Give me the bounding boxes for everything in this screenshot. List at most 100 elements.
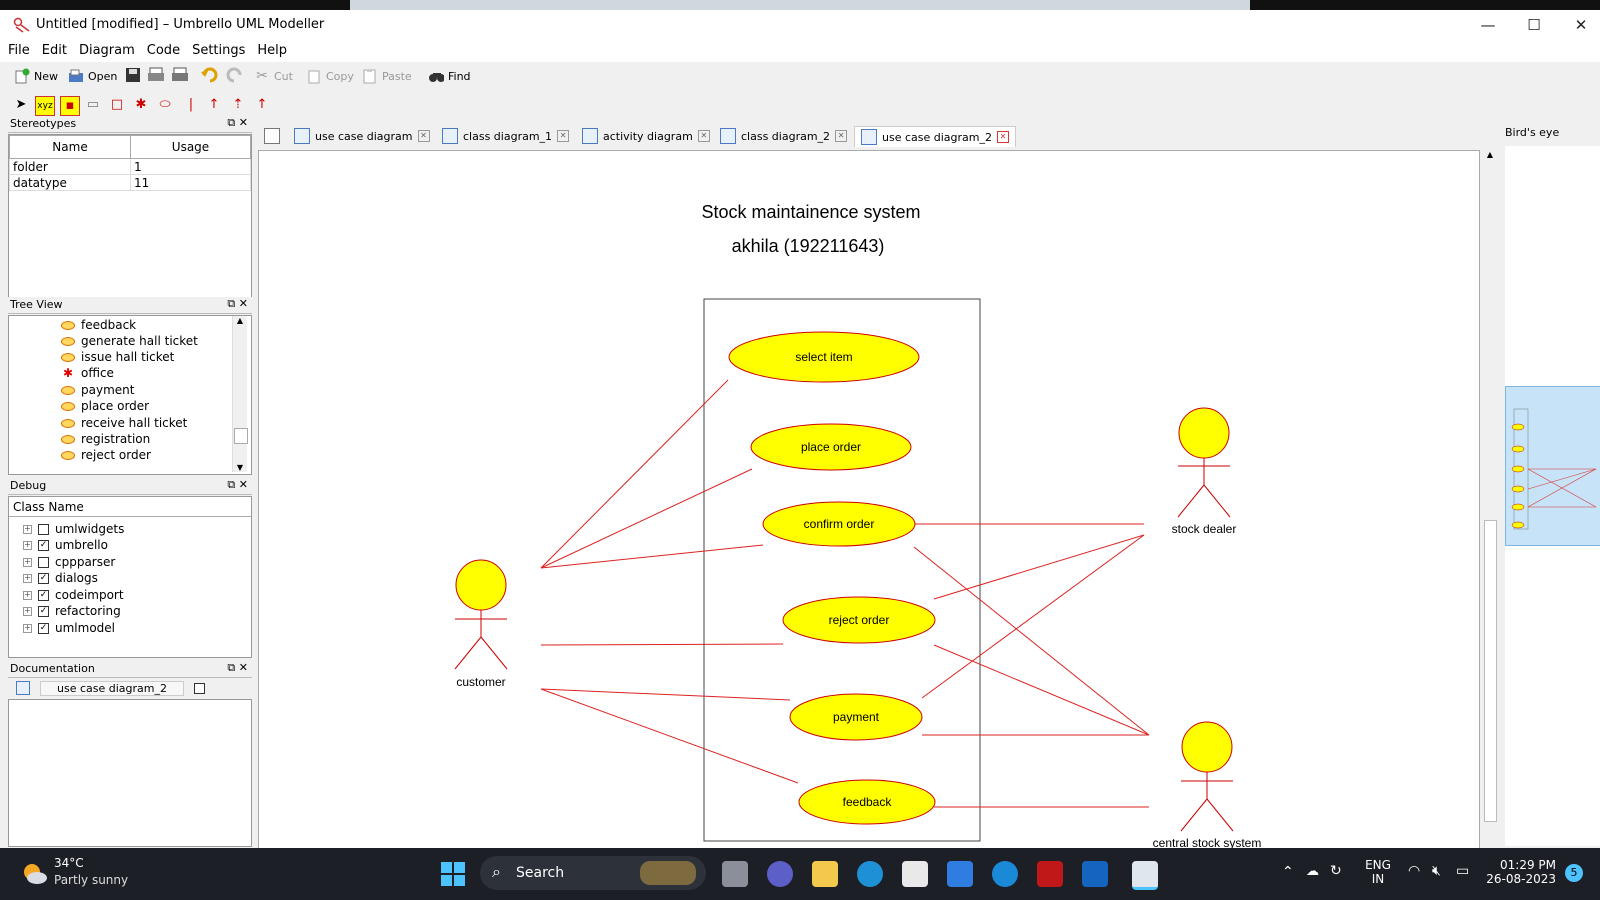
expand-icon[interactable]: + bbox=[23, 589, 32, 600]
task-view-icon[interactable] bbox=[722, 861, 748, 887]
debug-item[interactable]: +✓codeimport bbox=[23, 587, 124, 603]
tab-close-icon[interactable]: ✕ bbox=[997, 131, 1009, 143]
copy-button[interactable]: Copy bbox=[306, 66, 354, 86]
tab-close-icon[interactable]: ✕ bbox=[835, 130, 848, 142]
tree-item[interactable]: generate hall ticket bbox=[61, 333, 198, 349]
debug-item[interactable]: +✓umlmodel bbox=[23, 620, 115, 636]
link-confirm-central[interactable] bbox=[913, 546, 1150, 736]
taskbar-search-box[interactable]: ⌕ Search bbox=[480, 856, 706, 890]
documentation-checkbox[interactable] bbox=[194, 682, 205, 694]
tab-class-diagram-1[interactable]: class diagram_1✕ bbox=[436, 126, 575, 146]
usecase-select-item[interactable]: select item bbox=[728, 331, 920, 383]
debug-checkbox[interactable] bbox=[38, 556, 49, 568]
expand-icon[interactable]: + bbox=[23, 572, 32, 583]
weather-icon[interactable] bbox=[20, 862, 48, 886]
cut-button[interactable]: ✂ Cut bbox=[254, 66, 293, 86]
tab-use-case-diagram[interactable]: use case diagram✕ bbox=[288, 126, 436, 146]
tab-close-icon[interactable]: ✕ bbox=[697, 130, 710, 142]
open-button[interactable]: Open bbox=[68, 66, 117, 86]
tab-new-button[interactable] bbox=[258, 126, 286, 146]
help-icon[interactable] bbox=[992, 861, 1018, 887]
usecase-feedback[interactable]: feedback bbox=[798, 779, 936, 825]
tree-item[interactable]: feedback bbox=[61, 317, 136, 333]
link-customer-feedback[interactable] bbox=[540, 688, 799, 784]
link-reject-stock-dealer[interactable] bbox=[933, 534, 1145, 600]
table-row[interactable]: folder 1 bbox=[9, 158, 251, 175]
print-icon[interactable] bbox=[147, 66, 165, 86]
tree-item[interactable]: payment bbox=[61, 382, 134, 398]
tree-item[interactable]: reject order bbox=[61, 447, 151, 463]
chat-icon[interactable] bbox=[767, 861, 793, 887]
expand-icon[interactable]: + bbox=[23, 605, 32, 616]
col-usage[interactable]: Usage bbox=[130, 135, 251, 159]
link-customer-place-order[interactable] bbox=[540, 468, 753, 569]
text-tool-icon[interactable]: xyz bbox=[35, 96, 55, 116]
box-tool-icon[interactable]: ▪ bbox=[60, 96, 80, 116]
debug-checkbox[interactable]: ✓ bbox=[38, 622, 49, 634]
save-icon[interactable] bbox=[124, 66, 142, 86]
select-arrow-icon[interactable]: ➤ bbox=[15, 97, 27, 112]
scroll-down-icon[interactable]: ▼ bbox=[236, 463, 244, 472]
battery-icon[interactable]: ▭ bbox=[1456, 863, 1470, 879]
generalization-arrow-icon[interactable]: ↑ bbox=[208, 97, 220, 112]
debug-checkbox[interactable]: ✓ bbox=[38, 572, 49, 584]
clock[interactable]: 01:29 PM 26-08-2023 bbox=[1484, 858, 1556, 886]
debug-item[interactable]: +✓dialogs bbox=[23, 570, 98, 586]
directed-association-icon[interactable]: ↑ bbox=[256, 97, 268, 112]
notification-badge[interactable]: 5 bbox=[1565, 864, 1583, 882]
link-customer-payment[interactable] bbox=[540, 688, 791, 701]
wifi-icon[interactable]: ◠ bbox=[1408, 863, 1421, 879]
paste-button[interactable]: Paste bbox=[362, 66, 412, 86]
link-payment-stock-dealer[interactable] bbox=[921, 534, 1145, 699]
redo-icon[interactable] bbox=[224, 66, 244, 86]
note-tool-icon[interactable]: ▭ bbox=[86, 97, 100, 112]
expand-icon[interactable]: + bbox=[23, 523, 32, 534]
find-button[interactable]: Find bbox=[428, 66, 471, 86]
system-box-icon[interactable]: □ bbox=[110, 97, 124, 112]
documentation-diagram-name[interactable]: use case diagram_2 bbox=[40, 680, 184, 696]
debug-item[interactable]: +umlwidgets bbox=[23, 521, 124, 537]
tree-item[interactable]: place order bbox=[61, 398, 149, 414]
actor-central-stock-system[interactable] bbox=[1180, 721, 1234, 832]
weather-description[interactable]: Partly sunny bbox=[54, 873, 129, 887]
new-button[interactable]: New bbox=[14, 66, 58, 86]
usecase-ellipse[interactable] bbox=[782, 596, 936, 644]
tree-item[interactable]: ✱office bbox=[61, 365, 114, 381]
system-boundary[interactable] bbox=[703, 298, 981, 842]
usecase-ellipse[interactable] bbox=[798, 779, 936, 825]
documentation-text-area[interactable] bbox=[8, 699, 252, 847]
menu-diagram[interactable]: Diagram bbox=[78, 43, 135, 58]
print-preview-icon[interactable] bbox=[171, 66, 189, 86]
tree-item[interactable]: receive hall ticket bbox=[61, 415, 187, 431]
debug-item[interactable]: +✓refactoring bbox=[23, 603, 121, 619]
expand-icon[interactable]: + bbox=[23, 622, 32, 633]
windows-start-icon[interactable] bbox=[441, 862, 465, 886]
birds-eye-viewport[interactable] bbox=[1505, 386, 1600, 546]
menu-code[interactable]: Code bbox=[146, 43, 181, 58]
actor-tool-icon[interactable]: ✱ bbox=[135, 97, 147, 112]
close-button[interactable]: ✕ bbox=[1574, 16, 1588, 34]
usecase-confirm-order[interactable]: confirm order bbox=[762, 501, 916, 547]
tab-class-diagram-2[interactable]: class diagram_2✕ bbox=[714, 126, 853, 146]
usecase-ellipse[interactable] bbox=[750, 423, 912, 471]
usecase-reject-order[interactable]: reject order bbox=[782, 596, 936, 644]
link-customer-select-item[interactable] bbox=[540, 379, 729, 569]
debug-checkbox[interactable] bbox=[38, 523, 49, 535]
show-hidden-icons-chevron-icon[interactable]: ⌃ bbox=[1282, 864, 1294, 880]
usecase-ellipse[interactable] bbox=[762, 501, 916, 547]
table-row[interactable]: datatype 11 bbox=[9, 174, 251, 191]
menu-file[interactable]: File bbox=[8, 43, 30, 58]
link-reject-central[interactable] bbox=[933, 644, 1150, 736]
stereotypes-dock-buttons[interactable]: ⧉ ✕ bbox=[227, 116, 248, 129]
canvas-vertical-scrollbar[interactable]: ▲ bbox=[1482, 150, 1498, 848]
app-shortcut-icon[interactable] bbox=[1082, 861, 1108, 887]
scroll-thumb[interactable] bbox=[1484, 520, 1497, 822]
store-icon[interactable] bbox=[902, 861, 928, 887]
birds-eye-view[interactable] bbox=[1505, 146, 1600, 846]
debug-checkbox[interactable]: ✓ bbox=[38, 589, 49, 601]
myhp-icon[interactable] bbox=[947, 861, 973, 887]
debug-checkbox[interactable]: ✓ bbox=[38, 605, 49, 617]
tab-close-icon[interactable]: ✕ bbox=[417, 130, 430, 142]
menu-settings[interactable]: Settings bbox=[192, 43, 246, 58]
scroll-up-icon[interactable]: ▲ bbox=[236, 316, 244, 325]
